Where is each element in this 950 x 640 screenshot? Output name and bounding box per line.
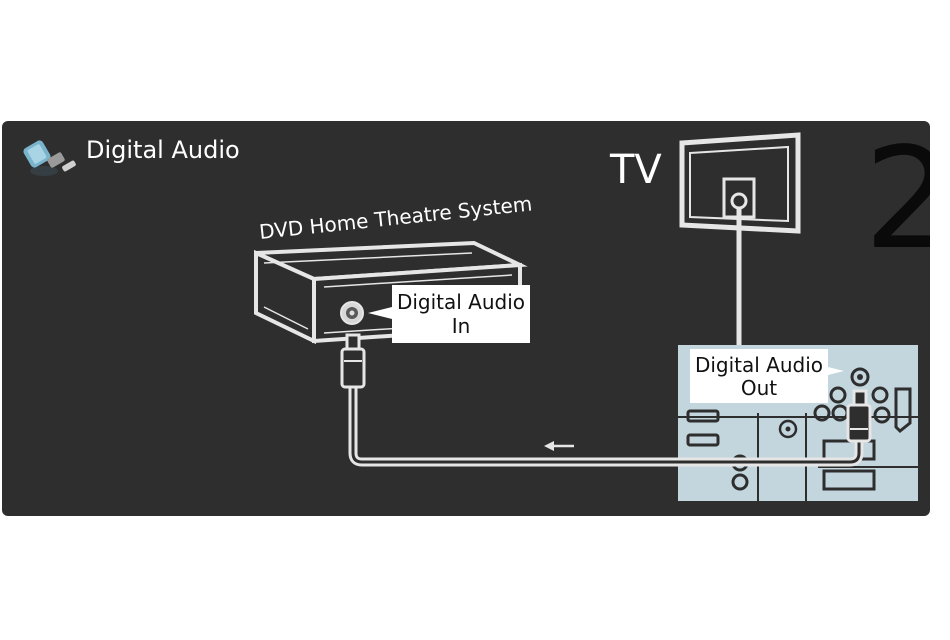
dvd-label: DVD Home Theatre System: [258, 191, 533, 244]
dvd-audio-in-port: [341, 302, 363, 324]
dvd-in-callout: Digital Audio In: [368, 285, 530, 343]
arrow-left-icon: [544, 441, 574, 451]
tv-out-label-line2: Out: [741, 376, 777, 400]
rca-plug-icon: [22, 139, 77, 176]
dvd-in-label-line2: In: [452, 314, 471, 338]
cable-plug-dvd: [342, 335, 364, 387]
tv-out-label-line1: Digital Audio: [695, 353, 823, 377]
header-title: Digital Audio: [86, 136, 240, 164]
step-number: 2: [864, 121, 930, 281]
dvd-in-label-line1: Digital Audio: [397, 290, 525, 314]
tv-label: TV: [609, 147, 662, 193]
diagram-panel: Digital Audio 2 TV DVD Home Theatre Syst…: [2, 121, 930, 516]
connection-diagram: Digital Audio 2 TV DVD Home Theatre Syst…: [2, 121, 930, 516]
tv-out-callout: Digital Audio Out: [690, 349, 844, 403]
